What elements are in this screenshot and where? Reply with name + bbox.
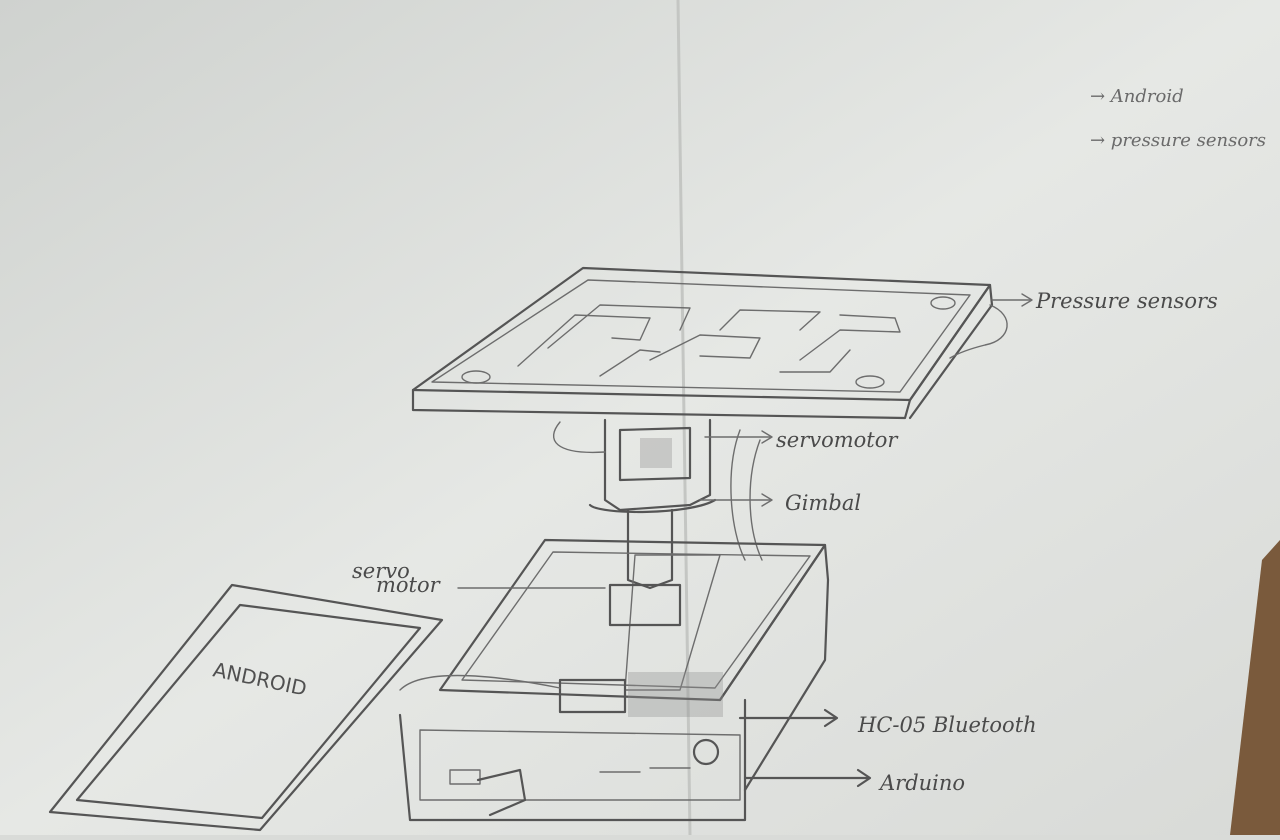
label-gimbal: Gimbal (785, 491, 861, 515)
note-pressure-sensors: → pressure sensors (1090, 130, 1266, 151)
label-motor: motor (376, 573, 442, 597)
label-pressure-sensors: Pressure sensors (1035, 289, 1218, 313)
label-hc05-bluetooth: HC-05 Bluetooth (857, 713, 1037, 737)
note-android: → Android (1090, 86, 1184, 107)
label-servomotor: servomotor (776, 428, 899, 452)
label-arduino: Arduino (878, 771, 965, 795)
